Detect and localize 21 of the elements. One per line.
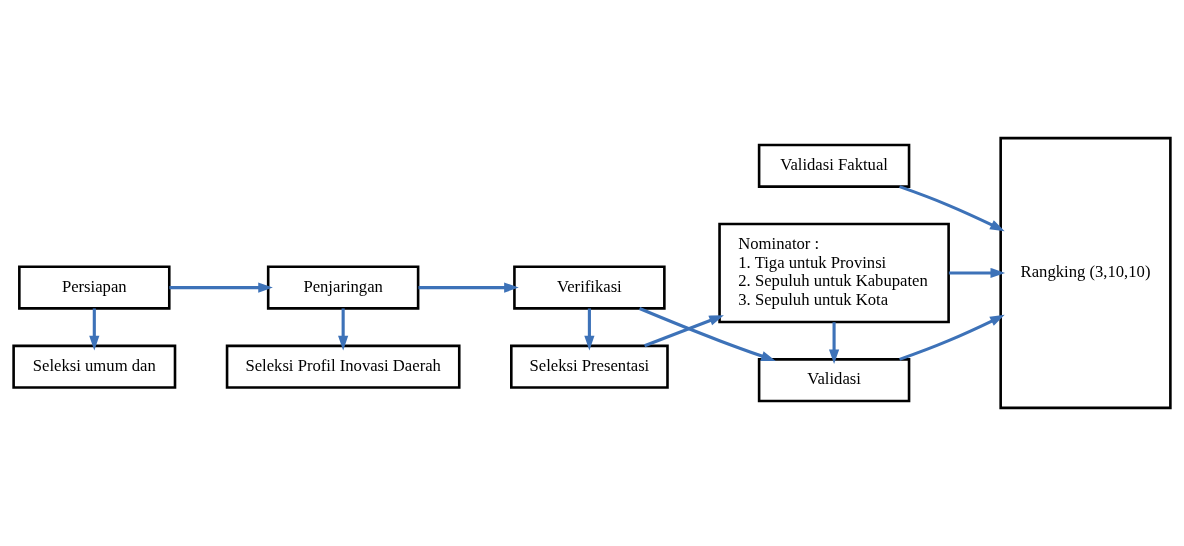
arrow [899,185,1005,232]
arrow [169,282,273,293]
arrow [644,315,724,348]
node-box: Verifikasi [513,265,666,310]
arrow [899,314,1005,361]
node-box: Rangking (3,10,10) [999,136,1172,410]
node-box: Seleksi Profil Inovasi Daerah [225,344,461,389]
arrow [638,307,776,361]
arrow [584,308,595,351]
node-box: Seleksi Presentasi [510,344,669,389]
arrow [948,267,1006,279]
node-box: Penjaringan [266,265,420,310]
node-box: Nominator : 1. Tiga untuk Provinsi 2. Sepuluh untuk Kabupaten 3. Sepuluh untuk Kota [718,222,950,324]
arrow [338,308,349,351]
node-box: Validasi Faktual [757,143,911,188]
arrow [828,322,840,364]
arrow [418,282,519,293]
node-box: Seleksi umum dan [12,344,177,389]
node-box: Validasi [757,358,911,403]
arrow [89,308,100,351]
node-box: Persiapan [18,265,171,310]
